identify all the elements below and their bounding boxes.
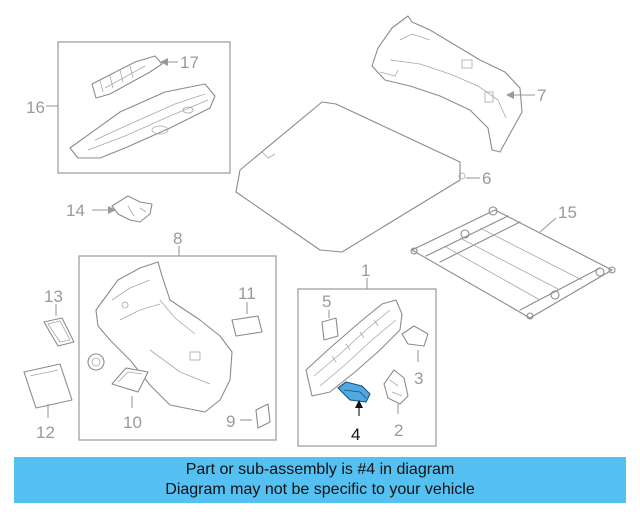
side-trim-panel[interactable] — [371, 15, 523, 153]
bracket-2[interactable] — [383, 369, 409, 405]
cover-13[interactable] — [43, 317, 75, 347]
part-14: 14 — [66, 195, 153, 223]
part-group-16-17: 17 16 — [26, 41, 231, 174]
part-6: 6 — [235, 101, 491, 253]
callout-17: 17 — [180, 53, 199, 72]
part-group-1: 1 5 3 2 4 — [297, 261, 437, 447]
plug-3[interactable] — [401, 325, 429, 347]
group-box-8 — [78, 255, 277, 441]
part-group-8: 8 11 10 9 — [78, 229, 277, 441]
callout-13: 13 — [44, 287, 63, 306]
highlighted-part-4[interactable] — [337, 381, 371, 403]
group-box-1 — [297, 288, 437, 447]
callout-4: 4 — [351, 425, 360, 444]
callout-15: 15 — [558, 203, 577, 222]
callout-5: 5 — [322, 292, 331, 311]
part-7: 7 — [371, 15, 546, 153]
bracket-14[interactable] — [111, 195, 153, 223]
callout-11: 11 — [238, 284, 256, 303]
callout-7: 7 — [537, 86, 546, 105]
callout-12: 12 — [36, 423, 55, 442]
callout-8: 8 — [173, 229, 182, 248]
rear-shelf-panel[interactable] — [69, 83, 216, 159]
part-13: 13 — [43, 287, 75, 347]
callout-3: 3 — [414, 369, 423, 388]
banner-line-2: Diagram may not be specific to your vehi… — [165, 481, 475, 498]
callout-6: 6 — [482, 169, 491, 188]
cargo-net[interactable] — [411, 209, 613, 319]
group-box-16 — [57, 41, 231, 174]
trunk-floor-mat[interactable] — [235, 101, 461, 253]
panel-12[interactable] — [23, 363, 73, 409]
callout-9: 9 — [226, 412, 235, 431]
callout-10: 10 — [123, 413, 142, 432]
info-banner: Part or sub-assembly is #4 in diagram Di… — [14, 457, 626, 503]
sill-trim-panel[interactable] — [305, 299, 403, 397]
cover-10[interactable] — [111, 367, 149, 393]
tag-9[interactable] — [255, 403, 271, 429]
round-cap[interactable] — [87, 353, 105, 371]
callout-14: 14 — [66, 201, 85, 220]
part-12: 12 — [23, 363, 73, 442]
callout-1: 1 — [361, 261, 370, 280]
shelf-trim-17[interactable] — [91, 55, 163, 99]
label-11[interactable] — [231, 315, 263, 337]
banner-line-1: Part or sub-assembly is #4 in diagram — [185, 461, 455, 478]
left-trunk-trim[interactable] — [95, 261, 233, 413]
callout-16: 16 — [26, 98, 45, 117]
clip-5[interactable] — [321, 317, 339, 341]
callout-2: 2 — [394, 421, 403, 440]
part-15: 15 — [410, 203, 616, 320]
